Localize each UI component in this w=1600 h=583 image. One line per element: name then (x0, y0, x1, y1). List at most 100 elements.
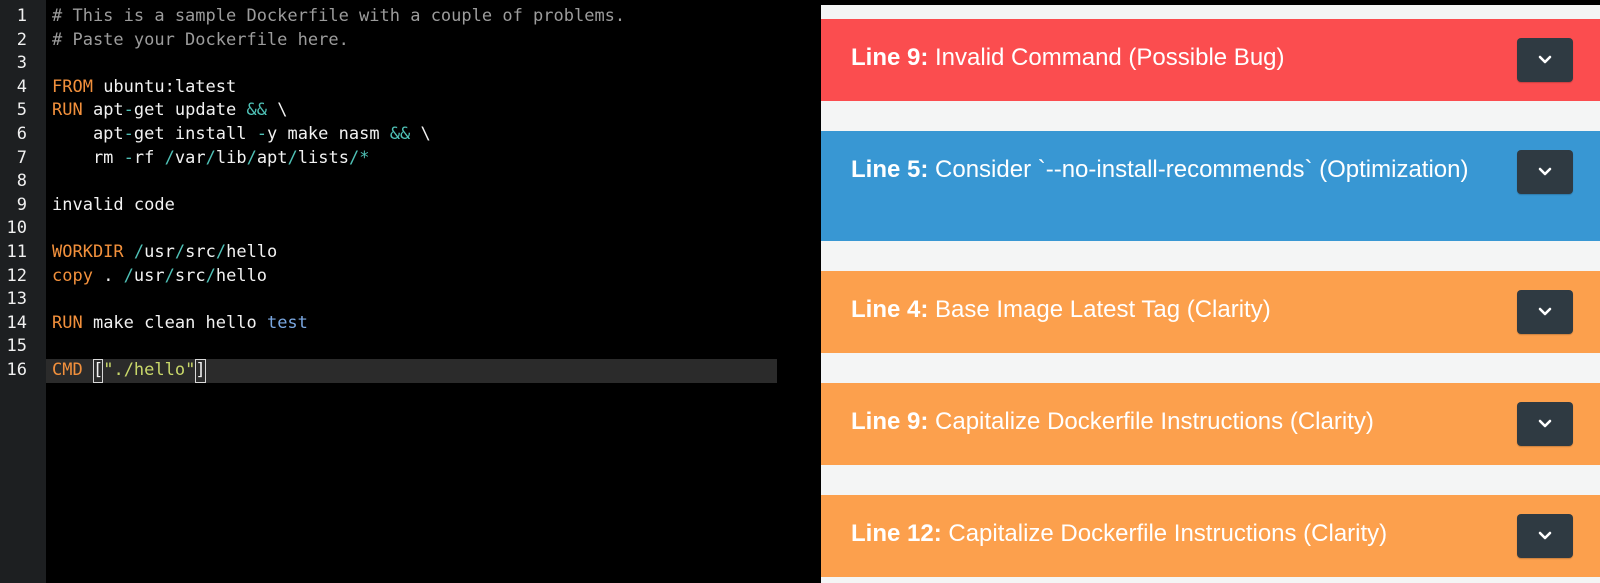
line-number: 2 (16, 29, 27, 50)
editor-line[interactable]: 2 # Paste your Dockerfile here. (0, 29, 821, 53)
code-token: / (164, 265, 175, 286)
editor-line[interactable]: 9 invalid code (0, 194, 821, 218)
lint-result-card[interactable]: Line 9: Invalid Command (Possible Bug) (821, 19, 1600, 101)
expand-toggle-button[interactable] (1517, 514, 1573, 558)
code-token: / (246, 147, 257, 168)
code-token: RUN (52, 312, 83, 333)
lint-result-card[interactable]: Line 4: Base Image Latest Tag (Clarity) (821, 271, 1600, 353)
lint-result-title: Line 5: Consider `--no-install-recommend… (851, 155, 1491, 185)
code-text[interactable]: # Paste your Dockerfile here. (46, 29, 777, 53)
line-number: 4 (16, 76, 27, 97)
code-token: / (205, 265, 216, 286)
line-number: 5 (16, 100, 27, 121)
code-text[interactable]: apt-get install -y make nasm && \ (46, 123, 777, 147)
code-token: usr (144, 242, 175, 262)
lint-result-card[interactable]: Line 9: Capitalize Dockerfile Instructio… (821, 383, 1600, 465)
code-token: make clean hello (82, 312, 267, 333)
code-text[interactable] (46, 288, 777, 312)
code-token: [ (92, 359, 104, 383)
line-number: 11 (6, 242, 27, 262)
code-token: y make nasm (266, 124, 390, 144)
lint-result-message: Capitalize Dockerfile Instructions (Clar… (928, 408, 1374, 435)
line-number: 9 (16, 194, 27, 215)
code-token: lists (297, 147, 349, 168)
code-text[interactable]: # This is a sample Dockerfile with a cou… (46, 5, 777, 29)
code-text[interactable]: copy . /usr/src/hello (46, 265, 777, 289)
code-token: && (246, 100, 267, 121)
code-text[interactable] (46, 335, 777, 359)
editor-line[interactable]: 14 RUN make clean hello test (0, 312, 821, 336)
lint-result-line: Line 9: (851, 408, 929, 435)
line-number: 6 (16, 124, 27, 144)
code-token: src (174, 265, 206, 286)
code-token: hello (226, 242, 278, 262)
code-text[interactable]: FROM ubuntu:latest (46, 76, 777, 100)
code-token: \ (267, 100, 288, 121)
line-number: 14 (6, 312, 27, 333)
chevron-down-icon (1538, 167, 1552, 176)
expand-toggle-button[interactable] (1517, 402, 1573, 446)
editor-line[interactable]: 10 (0, 217, 821, 241)
code-token: / (205, 147, 216, 168)
code-token: apt (256, 147, 288, 168)
line-number: 15 (6, 336, 27, 357)
editor-line[interactable]: 4 FROM ubuntu:latest (0, 76, 821, 100)
code-text[interactable]: WORKDIR /usr/src/hello (46, 241, 777, 265)
code-text[interactable] (46, 217, 777, 241)
editor-line[interactable]: 16 CMD ["./hello"] (0, 359, 821, 383)
code-token: # Paste your Dockerfile here. (52, 29, 349, 50)
code-text[interactable]: RUN make clean hello test (46, 312, 777, 336)
code-text[interactable]: CMD ["./hello"] (46, 359, 777, 383)
expand-toggle-button[interactable] (1517, 150, 1573, 194)
lint-result-card[interactable]: Line 5: Consider `--no-install-recommend… (821, 131, 1600, 241)
code-token: usr (133, 265, 165, 286)
code-token: src (185, 242, 216, 262)
editor-line[interactable]: 6 apt-get install -y make nasm && \ (0, 123, 821, 147)
code-token: get update (133, 100, 247, 121)
editor-line[interactable]: 1 # This is a sample Dockerfile with a co… (0, 5, 821, 29)
line-number: 12 (6, 265, 27, 286)
line-number: 3 (16, 53, 27, 74)
code-text[interactable]: RUN apt-get update && \ (46, 99, 777, 123)
code-text[interactable] (46, 170, 777, 194)
line-number: 7 (16, 147, 27, 168)
line-number: 1 (16, 6, 27, 26)
editor-line[interactable]: 15 (0, 335, 821, 359)
line-number: 16 (6, 360, 27, 380)
code-token: / (215, 242, 227, 262)
lint-result-line: Line 12: (851, 520, 942, 547)
code-editor[interactable]: 1 # This is a sample Dockerfile with a co… (0, 0, 821, 583)
code-text[interactable]: invalid code (46, 194, 777, 218)
lint-result-title: Line 9: Invalid Command (Possible Bug) (851, 43, 1491, 73)
code-token (83, 360, 93, 380)
code-token: CMD (52, 360, 83, 380)
editor-line[interactable]: 13 (0, 288, 821, 312)
line-number: 8 (16, 171, 27, 192)
chevron-down-icon (1538, 419, 1552, 428)
lint-results-panel: Line 9: Invalid Command (Possible Bug) Li… (821, 5, 1600, 583)
code-token: ] (195, 359, 206, 383)
code-token: FROM (52, 76, 93, 97)
code-token: lib (215, 147, 247, 168)
code-token: / (164, 147, 175, 168)
lint-result-line: Line 5: (851, 156, 929, 183)
editor-line[interactable]: 5 RUN apt-get update && \ (0, 99, 821, 123)
code-text[interactable]: rm -rf /var/lib/apt/lists/* (46, 147, 777, 171)
editor-line[interactable]: 8 (0, 170, 821, 194)
editor-line[interactable]: 7 rm -rf /var/lib/apt/lists/* (0, 147, 821, 171)
code-token: # This is a sample Dockerfile with a cou… (52, 6, 626, 26)
lint-result-message: Capitalize Dockerfile Instructions (Clar… (941, 520, 1388, 547)
editor-line[interactable]: 3 (0, 52, 821, 76)
lint-result-card[interactable]: Line 12: Capitalize Dockerfile Instructi… (821, 495, 1600, 577)
code-text[interactable] (46, 52, 777, 76)
code-token: RUN (52, 100, 83, 121)
code-token: - (123, 124, 134, 144)
line-number-gutter (0, 0, 46, 583)
editor-line[interactable]: 12 copy . /usr/src/hello (0, 265, 821, 289)
code-token: / (123, 265, 134, 286)
code-token: apt (82, 100, 124, 121)
code-token: rf (133, 147, 165, 168)
expand-toggle-button[interactable] (1517, 290, 1573, 334)
expand-toggle-button[interactable] (1517, 38, 1573, 82)
